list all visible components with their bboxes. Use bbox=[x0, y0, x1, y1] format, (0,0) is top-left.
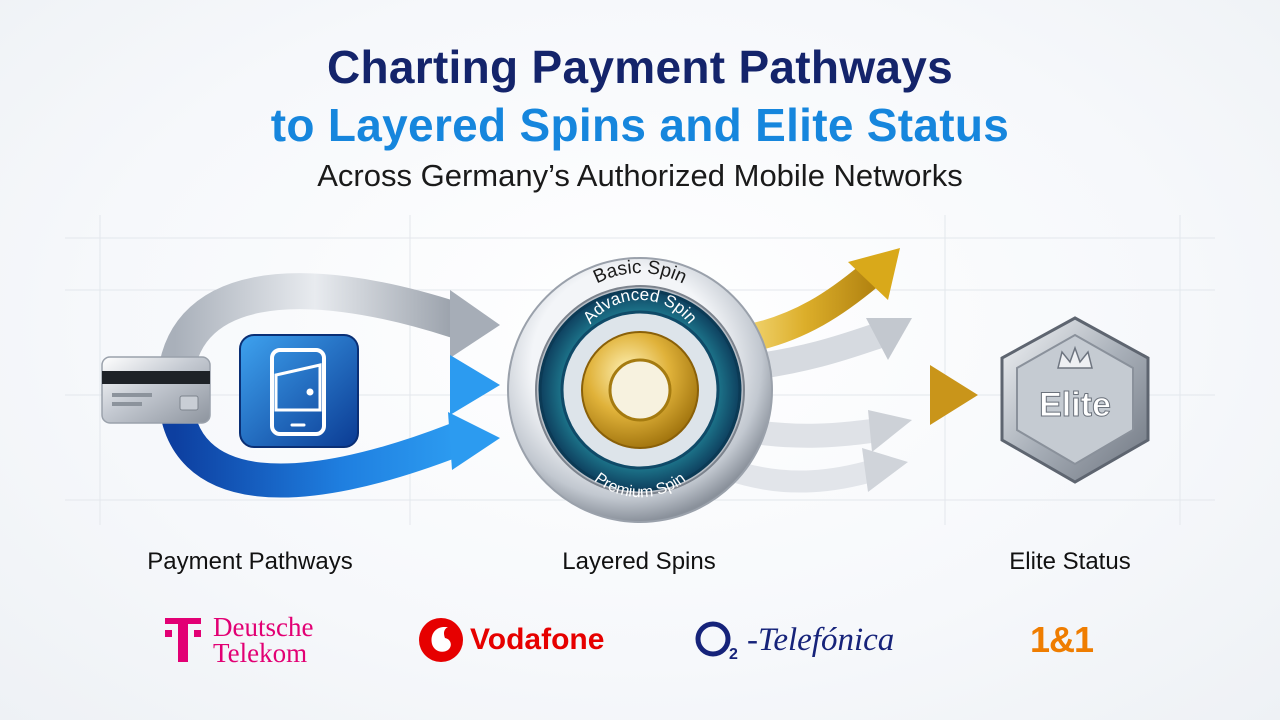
silver-arrowhead-lower bbox=[862, 448, 908, 492]
silver-loop-arrow bbox=[157, 273, 473, 408]
gold-arrowhead-middle bbox=[930, 365, 978, 425]
blue-arrowhead-lower bbox=[448, 412, 500, 470]
silver-arrowhead bbox=[450, 290, 500, 358]
telekom-line-2: Telekom bbox=[213, 638, 308, 668]
credit-card-icon bbox=[101, 356, 211, 424]
stage-label-spins: Layered Spins bbox=[562, 548, 716, 575]
subtitle: Across Germany’s Authorized Mobile Netwo… bbox=[317, 158, 963, 193]
silver-arrowhead-lower-mid bbox=[868, 410, 912, 452]
gold-arrow-upper bbox=[726, 261, 884, 354]
vodafone-speechmark-icon bbox=[419, 618, 463, 662]
elite-badge: Elite bbox=[1000, 316, 1150, 484]
blue-loop-arrow bbox=[158, 378, 472, 498]
elite-badge-label: Elite bbox=[1039, 386, 1111, 424]
telefonica-wordmark: -Telefónica bbox=[747, 621, 895, 658]
telekom-t-icon bbox=[165, 618, 201, 662]
logo-o2-telefonica: 2 -Telefónica bbox=[693, 610, 894, 670]
crown-icon bbox=[1057, 345, 1093, 369]
logo-1and1: 1&1 bbox=[1030, 610, 1094, 670]
telekom-line-1: Deutsche bbox=[213, 612, 314, 642]
gold-arrowhead-upper bbox=[848, 248, 900, 300]
title-line-1: Charting Payment Pathways bbox=[326, 41, 954, 93]
title-line-2: to Layered Spins and Elite Status bbox=[270, 99, 1010, 151]
logo-vodafone: Vodafone bbox=[418, 610, 604, 670]
svg-text:2: 2 bbox=[729, 646, 738, 663]
blue-arrowhead-middle bbox=[450, 355, 500, 415]
silver-arrowhead-upper-mid bbox=[866, 318, 912, 360]
layered-spin-rings bbox=[507, 257, 773, 523]
one-and-one-wordmark: 1&1 bbox=[1030, 619, 1094, 660]
mobile-wallet-icon bbox=[239, 334, 359, 448]
stage-label-payment: Payment Pathways bbox=[147, 548, 353, 575]
o2-icon: 2 bbox=[695, 621, 738, 663]
logo-deutsche-telekom: Deutsche Telekom bbox=[163, 610, 313, 670]
vodafone-wordmark: Vodafone bbox=[470, 623, 605, 656]
stage-label-elite: Elite Status bbox=[1009, 548, 1131, 575]
silver-arrow-lower bbox=[719, 459, 886, 493]
